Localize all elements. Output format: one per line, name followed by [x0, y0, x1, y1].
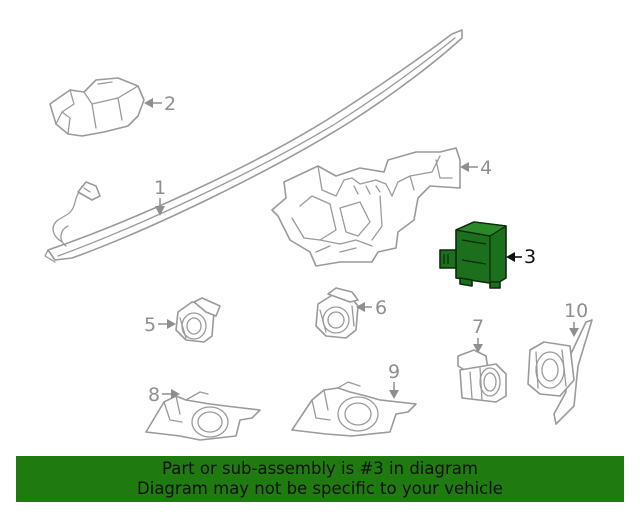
part-8-sensor-holder	[145, 391, 261, 441]
part-3-control-module	[439, 221, 507, 289]
info-banner: Part or sub-assembly is #3 in diagram Di…	[16, 456, 624, 502]
part-6-parking-sensor	[315, 287, 359, 339]
part-9-sensor-holder	[291, 381, 417, 437]
svg-text:2: 2	[164, 93, 176, 115]
part-4-mounting-bracket	[271, 147, 461, 267]
svg-text:6: 6	[375, 297, 387, 319]
svg-text:10: 10	[564, 300, 588, 322]
svg-text:1: 1	[154, 177, 166, 199]
svg-text:9: 9	[388, 361, 400, 383]
svg-text:5: 5	[144, 314, 156, 336]
svg-text:8: 8	[148, 384, 160, 406]
callout-5: 5	[144, 314, 176, 336]
callout-1: 1	[154, 177, 166, 216]
callout-9: 9	[388, 361, 400, 399]
part-5-parking-sensor	[175, 297, 221, 343]
callout-3: 3	[506, 246, 536, 268]
callout-7: 7	[472, 316, 484, 353]
part-1-bumper-strip	[44, 29, 463, 263]
svg-text:4: 4	[480, 157, 492, 179]
svg-text:7: 7	[472, 316, 484, 338]
part-2-sensor-cover	[49, 77, 145, 137]
callout-10: 10	[564, 300, 588, 337]
svg-text:3: 3	[524, 246, 536, 268]
callout-2: 2	[144, 93, 176, 115]
part-7-parking-sensor	[457, 349, 507, 403]
banner-line-disclaimer: Diagram may not be specific to your vehi…	[137, 479, 503, 498]
callout-4: 4	[460, 157, 492, 179]
callout-8: 8	[148, 384, 180, 406]
callout-6: 6	[356, 297, 387, 319]
part-10-sensor-bracket	[527, 319, 593, 425]
banner-line-part: Part or sub-assembly is #3 in diagram	[162, 459, 478, 478]
